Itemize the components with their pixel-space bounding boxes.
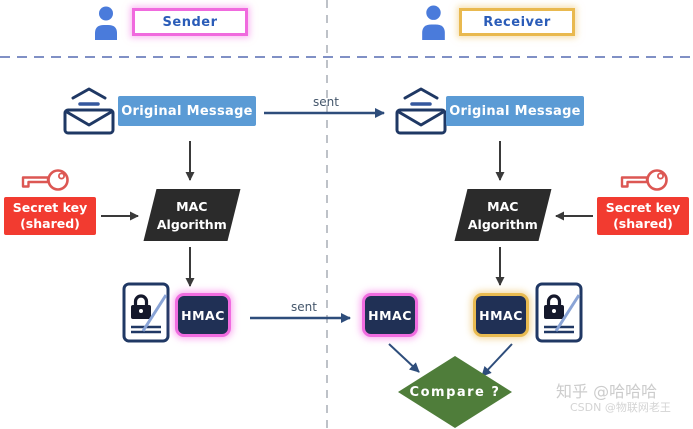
- receiver-secret-key-line2: (shared): [613, 216, 673, 231]
- receiver-label-box: Receiver: [459, 8, 575, 36]
- receiver-mac-algorithm-shape: MAC Algorithm: [454, 189, 552, 241]
- computed-hmac-to-compare-arrow: [481, 343, 513, 377]
- sender-envelope-icon: [62, 86, 116, 135]
- sender-label-box: Sender: [132, 8, 248, 36]
- receiver-key-icon: [616, 166, 670, 198]
- sender-secret-key-box: Secret key (shared): [4, 197, 96, 235]
- sender-mac-line2: Algorithm: [157, 216, 227, 231]
- sender-original-message-box: Original Message: [118, 96, 256, 126]
- receiver-computed-hmac-label: HMAC: [479, 307, 523, 323]
- receiver-original-message-box: Original Message: [446, 96, 584, 126]
- receiver-mac-line1: MAC: [487, 198, 519, 214]
- receiver-computed-hmac-box: HMAC: [473, 293, 529, 337]
- receiver-received-hmac-box: HMAC: [362, 293, 418, 337]
- watermark-zhihu: 知乎 @哈哈哈: [556, 382, 658, 401]
- sender-label: Sender: [162, 14, 218, 30]
- compare-label: Compare ?: [409, 385, 501, 400]
- receiver-received-hmac-label: HMAC: [368, 307, 412, 323]
- receiver-person-icon: [420, 5, 447, 40]
- sent-label-bottom: sent: [291, 300, 317, 314]
- sender-secret-key-line1: Secret key: [12, 199, 88, 215]
- receiver-signed-doc-icon: [535, 282, 583, 343]
- sender-hmac-label: HMAC: [181, 307, 225, 323]
- sender-hmac-box: HMAC: [175, 293, 231, 337]
- sent-label-top: sent: [313, 95, 339, 109]
- receiver-mac-line2: Algorithm: [468, 216, 538, 231]
- receiver-secret-key-box: Secret key (shared): [597, 197, 689, 235]
- sender-mac-algorithm-shape: MAC Algorithm: [143, 189, 241, 241]
- sender-signed-doc-icon: [122, 282, 170, 343]
- receiver-original-message-label: Original Message: [449, 103, 581, 119]
- receiver-envelope-icon: [394, 86, 448, 135]
- compare-diamond: [398, 356, 512, 428]
- sender-mac-line1: MAC: [176, 198, 208, 214]
- received-hmac-to-compare-arrow: [388, 343, 420, 373]
- watermark-csdn: CSDN @物联网老王: [570, 401, 671, 414]
- sender-secret-key-line2: (shared): [20, 216, 80, 231]
- receiver-label: Receiver: [483, 14, 551, 30]
- sender-person-icon: [93, 6, 119, 40]
- sender-key-icon: [17, 166, 71, 198]
- sender-original-message-label: Original Message: [121, 103, 253, 119]
- receiver-secret-key-line1: Secret key: [605, 199, 681, 215]
